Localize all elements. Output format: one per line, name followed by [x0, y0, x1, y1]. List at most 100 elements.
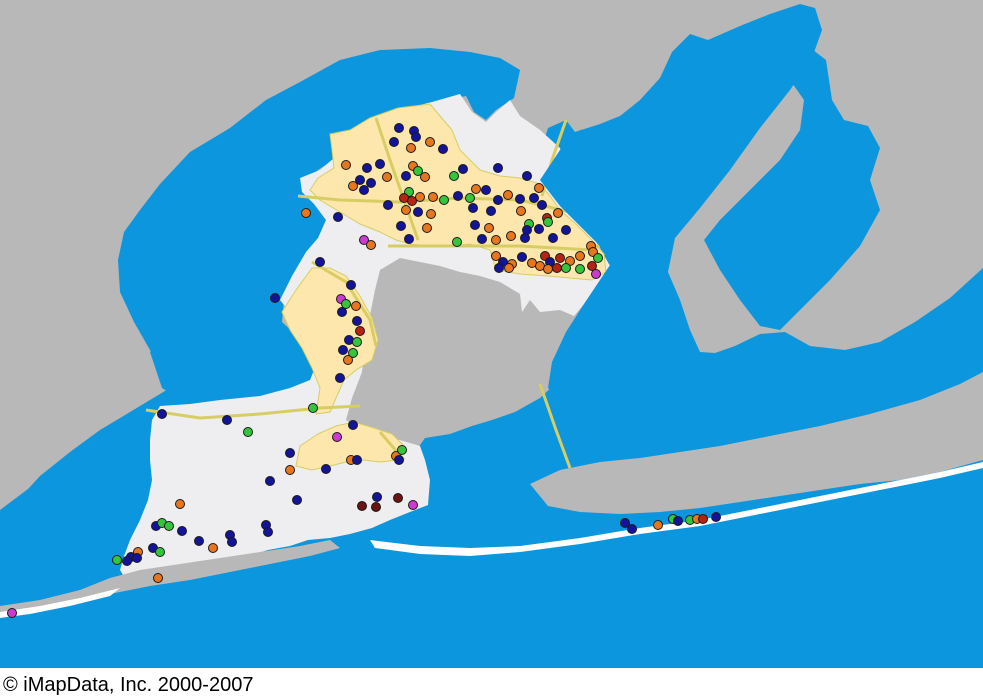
marker-blue[interactable]	[522, 171, 532, 181]
marker-orange[interactable]	[516, 206, 526, 216]
marker-orange[interactable]	[484, 223, 494, 233]
marker-blue[interactable]	[338, 345, 348, 355]
marker-blue[interactable]	[520, 233, 530, 243]
marker-blue[interactable]	[401, 171, 411, 181]
marker-blue[interactable]	[517, 252, 527, 262]
marker-blue[interactable]	[337, 307, 347, 317]
marker-blue[interactable]	[534, 224, 544, 234]
marker-blue[interactable]	[494, 263, 504, 273]
marker-green[interactable]	[593, 253, 603, 263]
marker-orange[interactable]	[366, 240, 376, 250]
marker-orange[interactable]	[504, 263, 514, 273]
marker-blue[interactable]	[157, 409, 167, 419]
marker-blue[interactable]	[372, 492, 382, 502]
marker-red[interactable]	[407, 196, 417, 206]
marker-blue[interactable]	[394, 123, 404, 133]
marker-red[interactable]	[355, 326, 365, 336]
marker-blue[interactable]	[477, 234, 487, 244]
marker-blue[interactable]	[470, 220, 480, 230]
marker-blue[interactable]	[355, 175, 365, 185]
marker-blue[interactable]	[375, 159, 385, 169]
marker-blue[interactable]	[394, 455, 404, 465]
map-canvas[interactable]	[0, 0, 983, 668]
marker-maroon[interactable]	[393, 493, 403, 503]
marker-blue[interactable]	[383, 200, 393, 210]
marker-blue[interactable]	[453, 191, 463, 201]
marker-blue[interactable]	[285, 448, 295, 458]
marker-blue[interactable]	[132, 553, 142, 563]
marker-green[interactable]	[543, 217, 553, 227]
marker-orange[interactable]	[343, 355, 353, 365]
marker-blue[interactable]	[348, 420, 358, 430]
marker-blue[interactable]	[711, 512, 721, 522]
marker-blue[interactable]	[122, 556, 132, 566]
marker-blue[interactable]	[620, 518, 630, 528]
marker-blue[interactable]	[315, 257, 325, 267]
marker-red[interactable]	[587, 261, 597, 271]
marker-blue[interactable]	[458, 164, 468, 174]
marker-green[interactable]	[112, 555, 122, 565]
marker-orange[interactable]	[575, 251, 585, 261]
marker-orange[interactable]	[301, 208, 311, 218]
marker-blue[interactable]	[352, 455, 362, 465]
marker-blue[interactable]	[227, 537, 237, 547]
marker-orange[interactable]	[175, 499, 185, 509]
marker-blue[interactable]	[389, 137, 399, 147]
marker-blue[interactable]	[222, 415, 232, 425]
marker-blue[interactable]	[493, 163, 503, 173]
marker-orange[interactable]	[425, 137, 435, 147]
marker-orange[interactable]	[534, 183, 544, 193]
marker-orange[interactable]	[153, 573, 163, 583]
marker-magenta[interactable]	[332, 432, 342, 442]
marker-red[interactable]	[552, 263, 562, 273]
marker-orange[interactable]	[543, 264, 553, 274]
marker-blue[interactable]	[333, 212, 343, 222]
marker-green[interactable]	[155, 547, 165, 557]
marker-green[interactable]	[452, 237, 462, 247]
marker-orange[interactable]	[208, 543, 218, 553]
marker-magenta[interactable]	[7, 608, 17, 618]
marker-blue[interactable]	[413, 207, 423, 217]
marker-magenta[interactable]	[359, 235, 369, 245]
marker-orange[interactable]	[422, 223, 432, 233]
marker-blue[interactable]	[404, 234, 414, 244]
marker-blue[interactable]	[362, 163, 372, 173]
marker-green[interactable]	[439, 195, 449, 205]
marker-blue[interactable]	[468, 203, 478, 213]
marker-blue[interactable]	[438, 144, 448, 154]
marker-blue[interactable]	[359, 185, 369, 195]
marker-blue[interactable]	[346, 280, 356, 290]
marker-blue[interactable]	[335, 373, 345, 383]
marker-orange[interactable]	[351, 301, 361, 311]
marker-green[interactable]	[397, 445, 407, 455]
marker-red[interactable]	[555, 253, 565, 263]
marker-blue[interactable]	[627, 524, 637, 534]
marker-blue[interactable]	[673, 516, 683, 526]
marker-blue[interactable]	[411, 132, 421, 142]
marker-blue[interactable]	[177, 526, 187, 536]
marker-green[interactable]	[575, 264, 585, 274]
marker-green[interactable]	[352, 337, 362, 347]
marker-green[interactable]	[308, 403, 318, 413]
marker-orange[interactable]	[503, 190, 513, 200]
marker-magenta[interactable]	[408, 500, 418, 510]
marker-blue[interactable]	[486, 206, 496, 216]
marker-magenta[interactable]	[591, 269, 601, 279]
marker-orange[interactable]	[653, 520, 663, 530]
marker-green[interactable]	[413, 166, 423, 176]
marker-orange[interactable]	[382, 172, 392, 182]
marker-blue[interactable]	[493, 195, 503, 205]
marker-blue[interactable]	[270, 293, 280, 303]
marker-blue[interactable]	[366, 178, 376, 188]
marker-blue[interactable]	[194, 536, 204, 546]
marker-orange[interactable]	[491, 235, 501, 245]
marker-blue[interactable]	[515, 194, 525, 204]
marker-orange[interactable]	[491, 251, 501, 261]
marker-orange[interactable]	[415, 192, 425, 202]
marker-red[interactable]	[698, 514, 708, 524]
marker-blue[interactable]	[263, 527, 273, 537]
marker-orange[interactable]	[348, 181, 358, 191]
marker-green[interactable]	[164, 521, 174, 531]
marker-green[interactable]	[465, 193, 475, 203]
marker-orange[interactable]	[341, 160, 351, 170]
